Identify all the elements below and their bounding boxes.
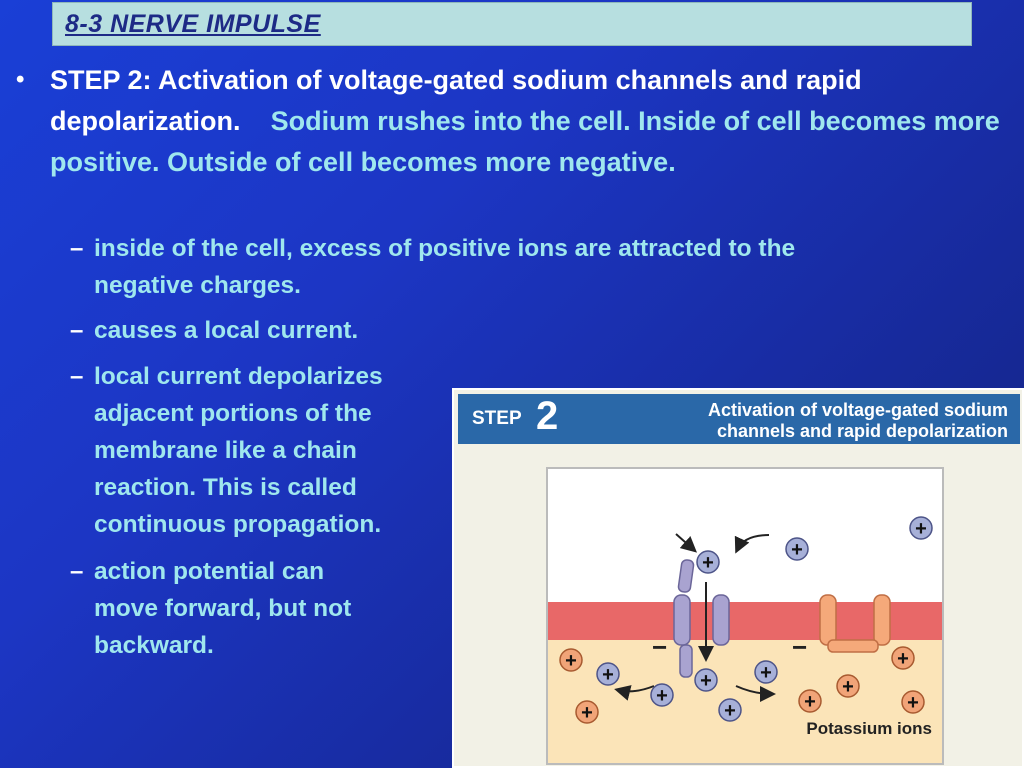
potassium-ion-icon: + — [798, 689, 822, 713]
main-bullet: STEP 2: Activation of voltage-gated sodi… — [50, 60, 1000, 183]
main-bullet-lead: STEP 2: Activation of voltage-gated sodi… — [50, 65, 862, 136]
step-2-figure: STEP 2 Activation of voltage-gated sodiu… — [452, 388, 1024, 768]
arrow-icon — [614, 685, 655, 701]
sodium-ion-icon: + — [596, 662, 620, 686]
svg-text:+: + — [804, 691, 816, 713]
svg-text:+: + — [565, 650, 577, 672]
figure-step-label: STEP — [472, 408, 522, 429]
arrow-icon — [675, 533, 697, 553]
potassium-ion-icon: + — [575, 700, 599, 724]
sodium-ion-icon: + — [696, 550, 720, 574]
sodium-ion-icon: + — [785, 537, 809, 561]
sub-bullet-line: reaction. This is called — [94, 474, 357, 501]
sub-bullet-2: causes a local current. — [94, 312, 358, 349]
sub-bullet-4: action potential can move forward, but n… — [94, 553, 351, 664]
svg-text:+: + — [602, 664, 614, 686]
figure-title-line: Activation of voltage-gated sodium — [707, 400, 1008, 420]
arrow-icon — [734, 534, 770, 554]
dash-icon: – — [70, 235, 84, 262]
svg-text:+: + — [700, 670, 712, 692]
svg-text:+: + — [581, 702, 593, 724]
title-bar: 8-3 NERVE IMPULSE — [52, 2, 972, 46]
membrane-diagram: − − + + + + + + + + + + + + + + Potassium ions — [546, 467, 944, 765]
svg-text:+: + — [656, 685, 668, 707]
sodium-ion-icon: + — [650, 683, 674, 707]
dash-icon: – — [70, 363, 84, 390]
dash-icon: – — [70, 558, 84, 585]
figure-step-number: 2 — [536, 394, 559, 438]
svg-text:+: + — [791, 539, 803, 561]
svg-text:+: + — [724, 700, 736, 722]
svg-text:+: + — [915, 518, 927, 540]
sub-bullet-line: action potential can — [94, 558, 325, 585]
sub-bullet-line: local current depolarizes — [94, 363, 383, 390]
sub-bullet-3: local current depolarizes adjacent porti… — [94, 358, 383, 543]
svg-text:+: + — [907, 692, 919, 714]
arrow-icon — [735, 685, 776, 702]
svg-text:+: + — [760, 662, 772, 684]
sub-bullet-1: inside of the cell, excess of positive i… — [94, 230, 795, 304]
cytoplasm-region — [548, 640, 942, 763]
negative-charge-label: − — [792, 632, 807, 662]
sub-bullet-line: adjacent portions of the — [94, 400, 372, 427]
svg-text:+: + — [702, 552, 714, 574]
figure-title: Activation of voltage-gated sodium chann… — [608, 400, 1008, 442]
sodium-ion-icon: + — [909, 516, 933, 540]
main-bullet-rest: Sodium rushes into the cell. Inside of c… — [50, 106, 1000, 177]
negative-charge-label: − — [652, 632, 667, 662]
sub-bullet-line: continuous propagation. — [94, 511, 382, 538]
sodium-channel — [673, 559, 730, 678]
slide-title: 8-3 NERVE IMPULSE — [65, 10, 321, 38]
potassium-ion-icon: + — [891, 646, 915, 670]
svg-text:+: + — [842, 676, 854, 698]
sub-bullet-line: causes a local current. — [94, 317, 359, 344]
potassium-ion-icon: + — [901, 690, 925, 714]
potassium-channel — [819, 594, 891, 653]
sub-bullet-line: backward. — [94, 632, 214, 659]
sub-bullet-line: move forward, but not — [94, 595, 352, 622]
svg-text:+: + — [897, 648, 909, 670]
sodium-ion-icon: + — [718, 698, 742, 722]
sodium-ion-icon: + — [754, 660, 778, 684]
dash-icon: – — [70, 317, 84, 344]
potassium-ions-label: Potassium ions — [806, 719, 932, 738]
sub-bullet-line: inside of the cell, excess of positive i… — [94, 235, 796, 262]
bullet-icon: • — [16, 66, 25, 93]
sub-bullet-line: membrane like a chain — [94, 437, 357, 464]
figure-title-line: channels and rapid depolarization — [716, 421, 1008, 441]
potassium-ion-icon: + — [836, 674, 860, 698]
sub-bullet-line: negative charges. — [94, 272, 301, 299]
potassium-ion-icon: + — [559, 648, 583, 672]
figure-header: STEP 2 Activation of voltage-gated sodiu… — [458, 394, 1020, 444]
sodium-ion-icon: + — [694, 668, 718, 692]
